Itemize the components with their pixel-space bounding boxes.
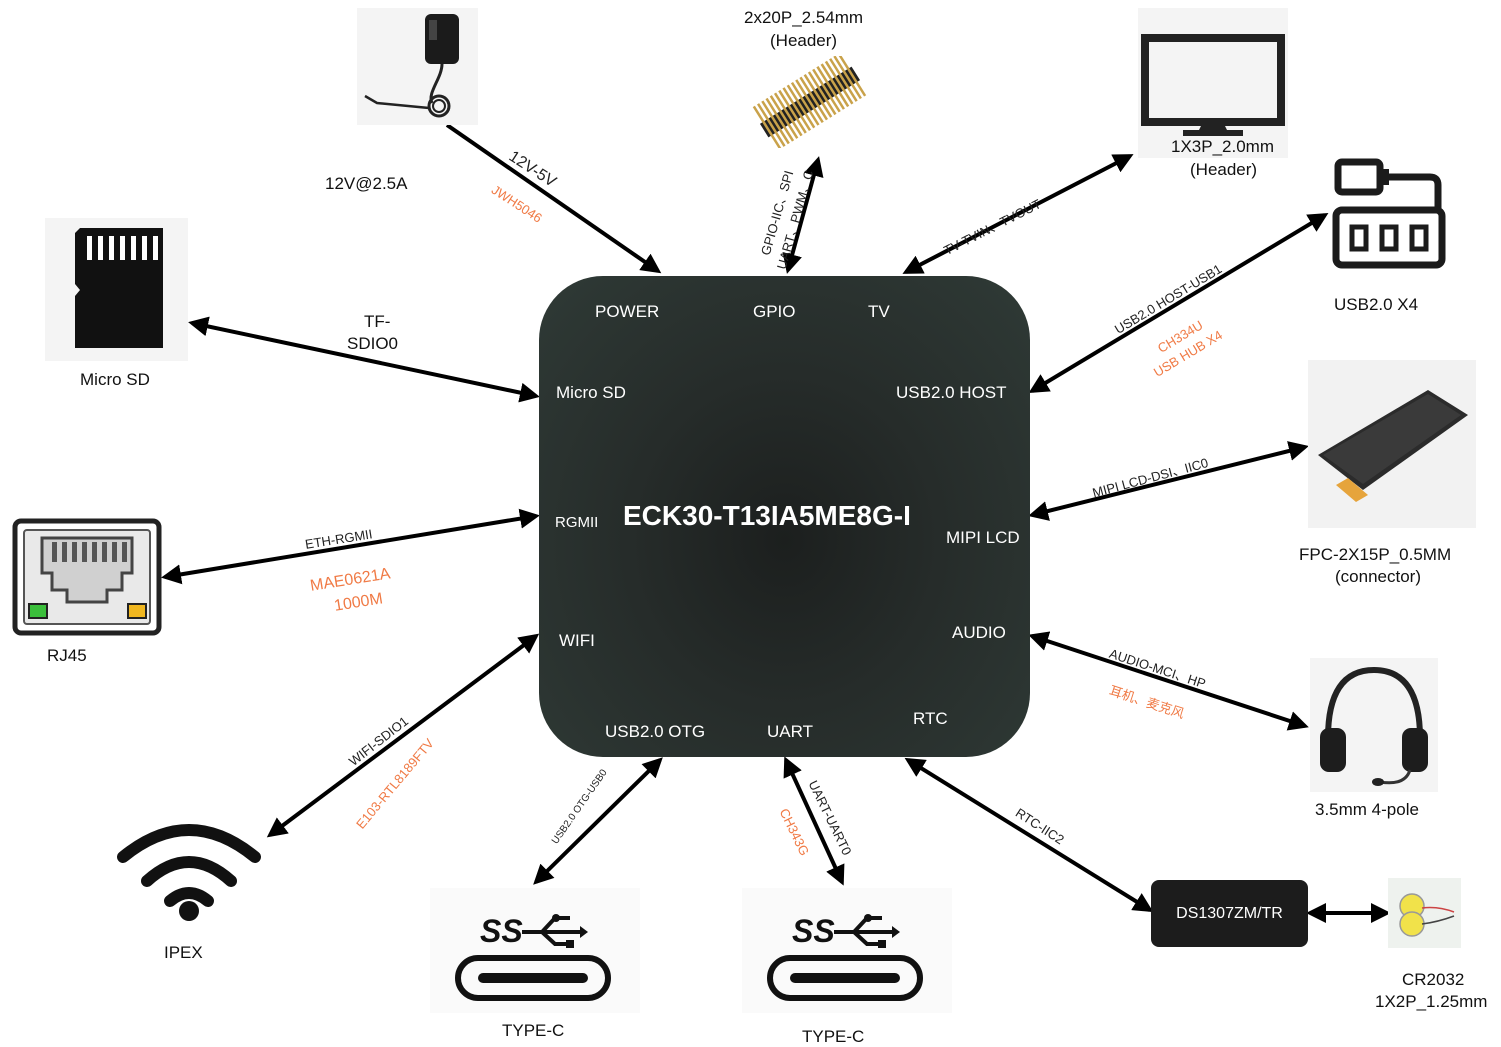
port-usb-otg: USB2.0 OTG — [605, 722, 706, 741]
soc-title: ECK30-T13IA5ME8G-I — [623, 500, 911, 531]
microsd-icon — [45, 218, 188, 361]
usb-typec-icon: SS — [742, 888, 952, 1013]
port-usb-host: USB2.0 HOST — [896, 383, 1007, 402]
pin-header-icon — [752, 52, 868, 150]
usb-hub-label: USB2.0 X4 — [1334, 295, 1419, 314]
port-audio: AUDIO — [952, 623, 1006, 642]
port-uart: UART — [767, 722, 813, 741]
port-rgmii: RGMII — [555, 514, 599, 531]
lcd-label-2: (connector) — [1335, 567, 1421, 586]
power-label: 12V@2.5A — [325, 174, 408, 193]
port-rtc: RTC — [913, 709, 948, 728]
header-label-2: (Header) — [770, 31, 838, 50]
otg-arrow — [533, 757, 663, 885]
battery-label-2: 1X2P_1.25mm — [1375, 992, 1488, 1011]
port-microsd: Micro SD — [556, 383, 626, 402]
svg-text:SS: SS — [480, 913, 523, 949]
port-gpio: GPIO — [753, 302, 796, 321]
usb-hub-icon — [1330, 155, 1448, 270]
wifi-icon — [115, 815, 263, 925]
tv-label-2: (Header) — [1190, 160, 1258, 179]
mipi-arrow — [1028, 441, 1309, 521]
usb-typec-icon: SS — [430, 888, 640, 1013]
header-label-1: 2x20P_2.54mm — [744, 8, 864, 27]
monitor-icon — [1138, 8, 1288, 158]
tv-arrow — [902, 154, 1134, 274]
gpio-arrow — [782, 156, 824, 274]
lcd-label-1: FPC-2X15P_0.5MM — [1299, 545, 1452, 564]
power-adapter-icon — [357, 8, 478, 125]
typec-otg-label: TYPE-C — [502, 1021, 565, 1040]
svg-text:SS: SS — [792, 913, 835, 949]
eth-arrow — [161, 508, 540, 585]
rtc-chip: DS1307ZM/TR — [1151, 880, 1308, 947]
microsd-link-label-2: SDIO0 — [347, 334, 399, 353]
headphone-icon — [1310, 658, 1438, 792]
wifi-arrow — [266, 633, 540, 838]
uart-arrow — [783, 756, 845, 886]
power-arrow — [445, 123, 662, 274]
battery-label-1: CR2032 — [1402, 970, 1465, 989]
tv-label-1: 1X3P_2.0mm — [1171, 137, 1274, 156]
rtc-arrow — [904, 757, 1154, 913]
typec-uart-label: TYPE-C — [802, 1027, 865, 1046]
soc-module — [539, 276, 1030, 757]
port-tv: TV — [868, 302, 890, 321]
port-mipi-lcd: MIPI LCD — [946, 528, 1020, 547]
microsd-label: Micro SD — [80, 370, 150, 389]
audio-arrow — [1028, 631, 1309, 731]
microsd-arrow — [188, 316, 540, 403]
microsd-link-label-1: TF- — [364, 312, 391, 331]
usb-host-arrow — [1028, 212, 1329, 394]
coin-battery-icon — [1388, 878, 1461, 948]
headphone-label: 3.5mm 4-pole — [1315, 800, 1419, 819]
port-power: POWER — [595, 302, 660, 321]
ipex-label: IPEX — [164, 943, 203, 962]
rj45-icon — [12, 518, 162, 636]
rj45-label: RJ45 — [47, 646, 87, 665]
port-wifi: WIFI — [559, 631, 595, 650]
lcd-panel-icon — [1308, 360, 1476, 528]
